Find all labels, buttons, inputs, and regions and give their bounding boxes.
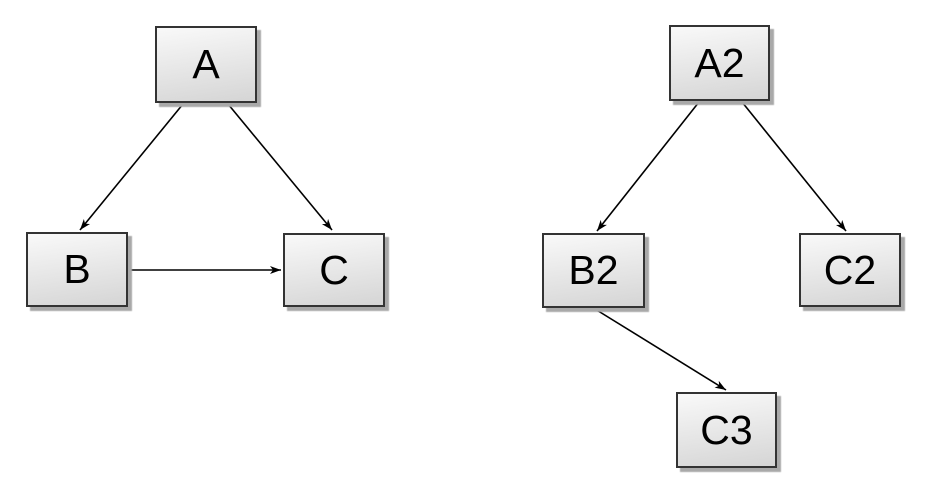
node-A2[interactable]: A2 — [669, 25, 770, 101]
edge-A-to-B[interactable] — [79, 103, 184, 231]
node-label-C: C — [319, 246, 349, 293]
edge-B2-to-C3[interactable] — [594, 308, 727, 391]
node-label-C3: C3 — [700, 406, 753, 453]
node-C2[interactable]: C2 — [799, 233, 901, 307]
edge-A2-to-C2[interactable] — [741, 101, 847, 232]
node-A[interactable]: A — [155, 26, 257, 103]
node-label-C2: C2 — [823, 246, 877, 293]
node-B[interactable]: B — [26, 232, 128, 307]
node-label-B: B — [63, 246, 91, 292]
edge-A-to-C[interactable] — [227, 103, 333, 231]
edge-A2-to-B2[interactable] — [596, 101, 700, 232]
node-label-A2: A2 — [694, 39, 745, 86]
node-label-A: A — [192, 41, 220, 87]
node-label-B2: B2 — [568, 247, 619, 293]
node-C3[interactable]: C3 — [676, 392, 777, 468]
node-B2[interactable]: B2 — [542, 233, 645, 308]
node-C[interactable]: C — [283, 233, 385, 307]
